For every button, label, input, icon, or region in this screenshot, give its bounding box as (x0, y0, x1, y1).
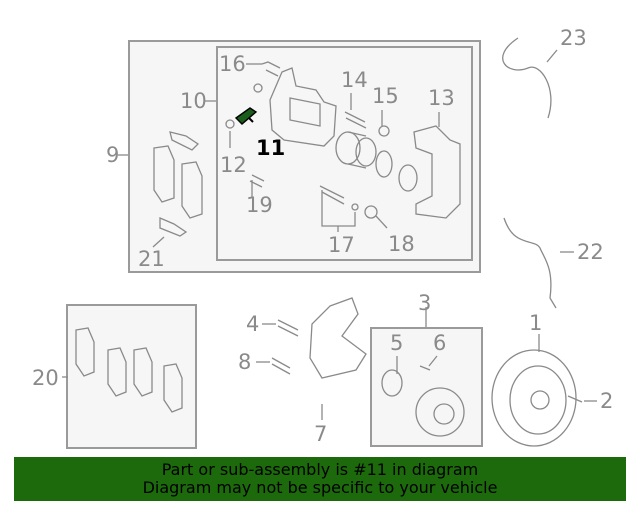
callout-9[interactable]: 9 (106, 143, 120, 167)
callout-3[interactable]: 3 (418, 291, 432, 315)
callout-2[interactable]: 2 (600, 389, 614, 413)
callout-17[interactable]: 17 (328, 233, 355, 257)
callout-22[interactable]: 22 (577, 240, 604, 264)
callout-11[interactable]: 11 (256, 136, 286, 160)
callout-19[interactable]: 19 (246, 193, 273, 217)
callout-4[interactable]: 4 (246, 312, 260, 336)
callout-20[interactable]: 20 (32, 366, 59, 390)
callout-7[interactable]: 7 (314, 422, 328, 446)
leader-lines (62, 49, 597, 420)
callout-5[interactable]: 5 (390, 331, 404, 355)
info-banner: Part or sub-assembly is #11 in diagram D… (14, 457, 626, 501)
hub-assembly-box (370, 327, 483, 447)
callout-14[interactable]: 14 (341, 68, 368, 92)
banner-line-2: Diagram may not be specific to your vehi… (142, 478, 498, 497)
callout-15[interactable]: 15 (372, 84, 399, 108)
banner-line-1: Part or sub-assembly is #11 in diagram (161, 460, 479, 479)
callout-16[interactable]: 16 (219, 52, 246, 76)
callout-23[interactable]: 23 (560, 26, 587, 50)
callout-13[interactable]: 13 (428, 86, 455, 110)
callout-21[interactable]: 21 (138, 247, 165, 271)
callout-12[interactable]: 12 (220, 153, 247, 177)
callout-6[interactable]: 6 (433, 331, 447, 355)
callout-10[interactable]: 10 (180, 89, 207, 113)
callout-18[interactable]: 18 (388, 232, 415, 256)
callout-1[interactable]: 1 (529, 311, 543, 335)
callout-8[interactable]: 8 (238, 350, 252, 374)
